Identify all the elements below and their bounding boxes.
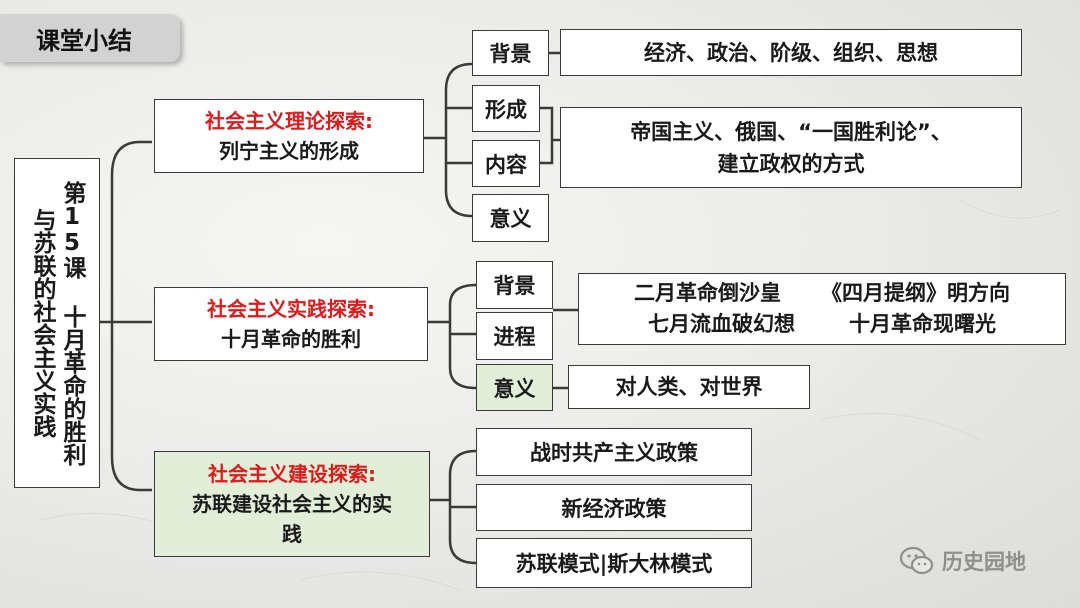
watermark-text: 历史园地 — [942, 550, 1026, 574]
construction-item-nep: 新经济政策 — [476, 484, 752, 531]
theory-item-formation: 形成 — [472, 85, 540, 132]
root-title-line2: 与苏联的社会主义实践 — [29, 208, 55, 438]
branch-construction: 社会主义建设探索: 苏联建设社会主义的实践 — [154, 451, 430, 557]
page-title: 课堂小结 — [36, 26, 132, 55]
branch-construction-subtitle: 苏联建设社会主义的实践 — [192, 492, 392, 546]
watermark: 历史园地 — [900, 543, 1026, 579]
wechat-icon — [900, 546, 934, 575]
branch-practice-title: 社会主义实践探索: — [207, 297, 375, 321]
practice-significance-detail: 对人类、对世界 — [568, 365, 810, 409]
construction-item-soviet-model: 苏联模式|斯大林模式 — [476, 538, 752, 588]
theory-item-content: 内容 — [472, 140, 540, 187]
practice-process-detail: 二月革命倒沙皇《四月提纲》明方向 七月流血破幻想十月革命现曙光 — [578, 273, 1066, 345]
practice-item-background: 背景 — [476, 261, 553, 309]
branch-practice-subtitle: 十月革命的胜利 — [221, 327, 361, 351]
theory-item-background: 背景 — [472, 30, 549, 76]
practice-item-significance: 意义 — [476, 364, 553, 411]
practice-item-process: 进程 — [476, 312, 553, 360]
theory-item-significance: 意义 — [472, 194, 549, 242]
branch-theory: 社会主义理论探索: 列宁主义的形成 — [154, 99, 424, 173]
branch-theory-title: 社会主义理论探索: — [205, 109, 373, 133]
branch-practice: 社会主义实践探索: 十月革命的胜利 — [154, 287, 428, 361]
root-title-line1: 第15课 十月革命的胜利 — [59, 180, 85, 466]
theory-content-detail: 帝国主义、俄国、“一国胜利论”、 建立政权的方式 — [560, 107, 1022, 188]
branch-theory-subtitle: 列宁主义的形成 — [219, 139, 359, 163]
lesson-summary-tab: 课堂小结 — [0, 14, 180, 62]
root-node: 第15课 十月革命的胜利 与苏联的社会主义实践 — [14, 158, 100, 488]
construction-item-war-communism: 战时共产主义政策 — [476, 428, 752, 476]
theory-background-detail: 经济、政治、阶级、组织、思想 — [560, 29, 1022, 76]
branch-construction-title: 社会主义建设探索: — [208, 462, 376, 486]
